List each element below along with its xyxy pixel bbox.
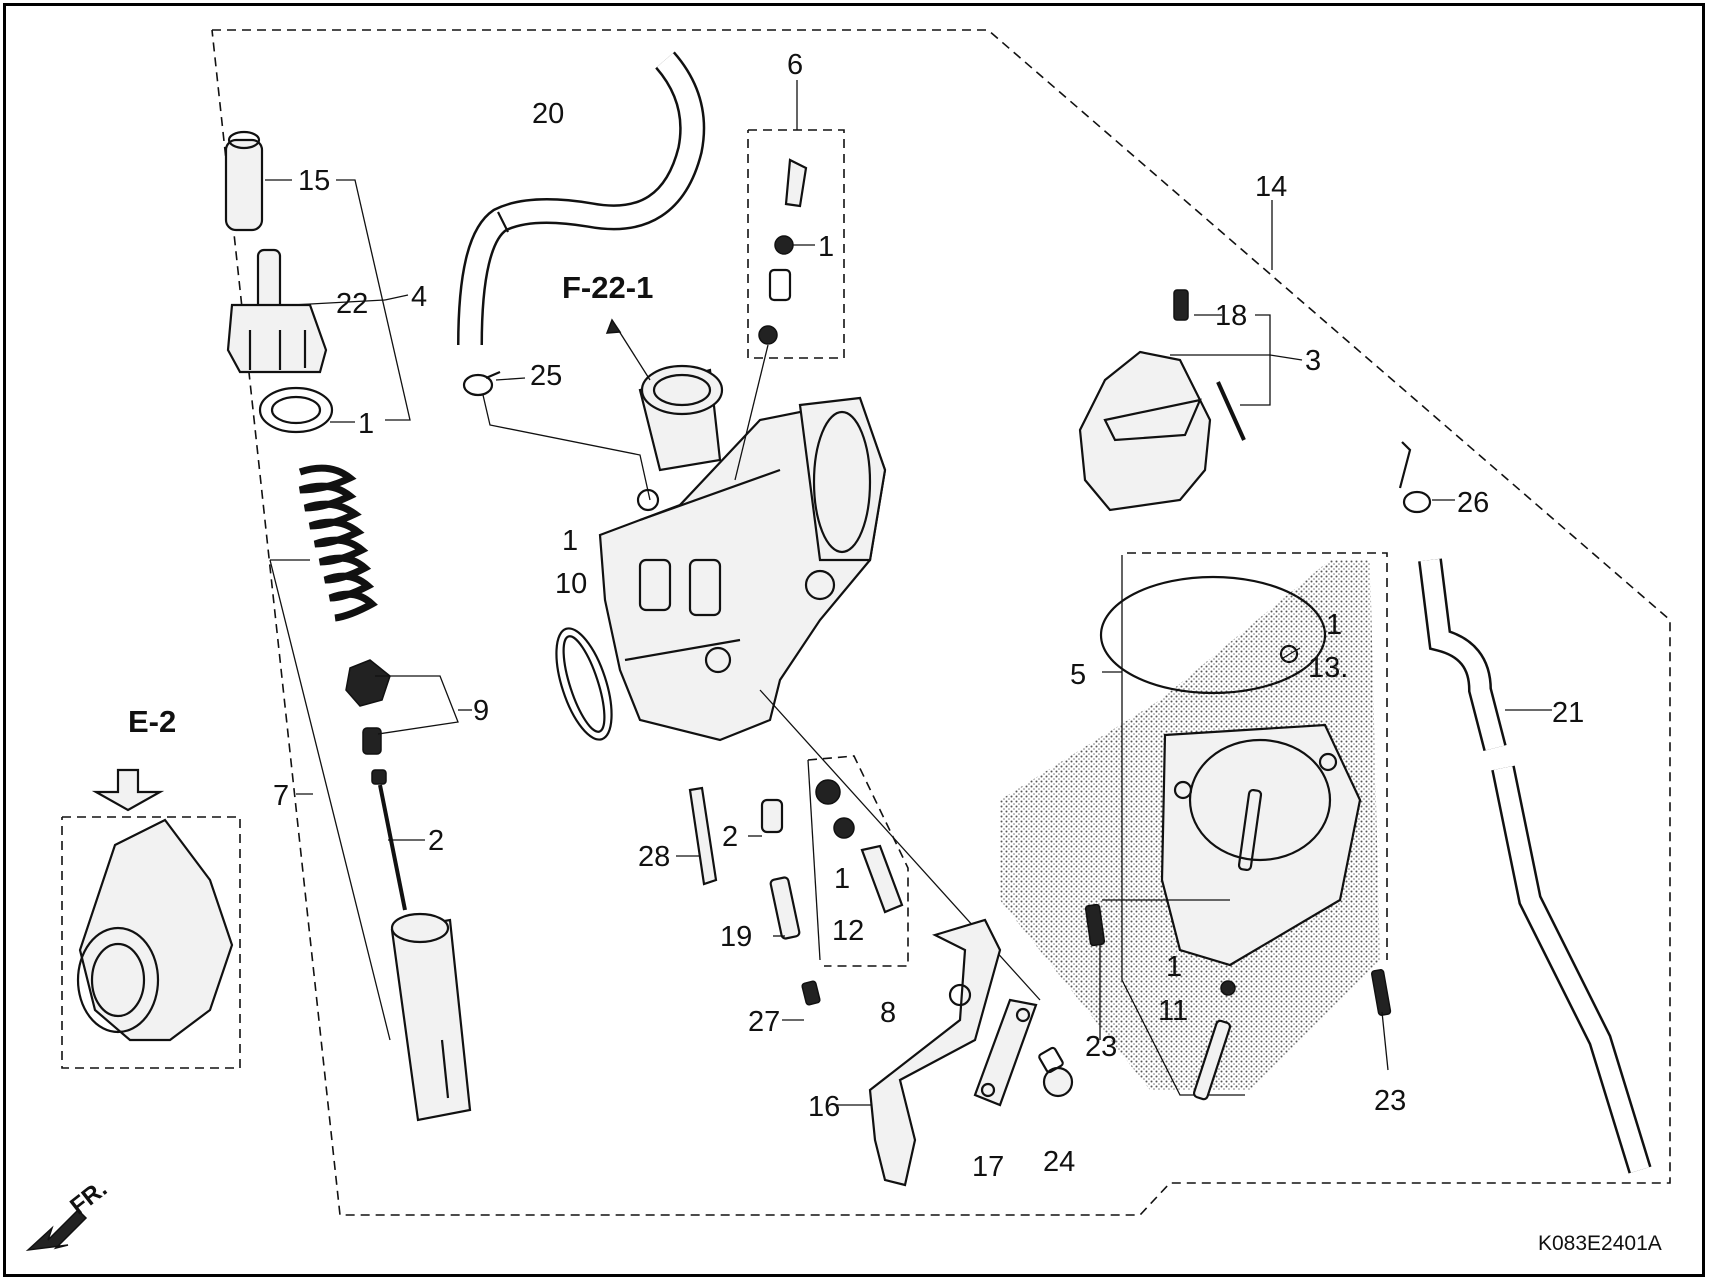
callout-1: 1 <box>834 863 850 895</box>
piston-7 <box>390 912 472 1122</box>
callout-1: 1 <box>562 525 578 557</box>
callout-27: 27 <box>748 1006 780 1038</box>
jet-needle-2 <box>371 769 407 911</box>
callout-1: 1 <box>358 408 374 440</box>
drawing-code: K083E2401A <box>1538 1232 1662 1255</box>
air-screw-group-6 <box>734 80 845 481</box>
callout-20: 20 <box>532 98 564 130</box>
callout-22: 22 <box>336 288 368 320</box>
drain-screw-11 <box>1192 980 1236 1101</box>
top-cover-22 <box>226 248 328 374</box>
callout-21: 21 <box>1552 697 1584 729</box>
front-direction-arrow <box>25 1208 88 1252</box>
float-chamber-group-5 <box>1099 552 1388 1096</box>
tube-20 <box>457 51 706 346</box>
callout-3: 3 <box>1305 345 1321 377</box>
callout-19: 19 <box>720 921 752 953</box>
callout-15: 15 <box>298 165 330 197</box>
left-leaders <box>265 179 472 1041</box>
callout-17: 17 <box>972 1151 1004 1183</box>
callout-6: 6 <box>787 49 803 81</box>
callout-10: 10 <box>555 568 587 600</box>
bolt-24 <box>1038 1046 1074 1098</box>
link-17 <box>973 998 1038 1107</box>
assembly-boundary <box>211 29 1671 1216</box>
needle-holder-9 <box>345 659 391 755</box>
gasket-10 <box>555 627 613 741</box>
callout-1: 1 <box>1326 609 1342 641</box>
callout-7: 7 <box>273 780 289 812</box>
choke-cover-3 <box>1078 289 1303 512</box>
body-leaders <box>482 318 651 501</box>
callout-1: 1 <box>1166 951 1182 983</box>
spring <box>298 464 378 622</box>
callout-18: 18 <box>1215 300 1247 332</box>
callout-2: 2 <box>722 821 738 853</box>
choke-lever-16 <box>836 918 1002 1187</box>
inset-e2 <box>61 768 241 1069</box>
callout-2: 2 <box>428 825 444 857</box>
small-parts <box>676 786 821 1021</box>
reference-f22-1: F-22-1 <box>562 270 653 305</box>
tube-21 <box>1418 558 1652 1174</box>
callout-1: 1 <box>818 231 834 263</box>
callout-12: 12 <box>832 915 864 947</box>
callout-16: 16 <box>808 1091 840 1123</box>
jet-group-8 <box>759 689 1041 1001</box>
cap-15 <box>224 130 264 232</box>
callout-5: 5 <box>1070 659 1086 691</box>
carburetor-body <box>598 364 887 742</box>
direction-label-fr: FR. <box>65 1175 112 1220</box>
callout-4: 4 <box>411 281 427 313</box>
callout-23: 23 <box>1374 1085 1406 1117</box>
callout-9: 9 <box>473 695 489 727</box>
screws-23 <box>1084 899 1392 1071</box>
o-ring-1-top <box>258 386 334 434</box>
callout-23: 23 <box>1085 1031 1117 1063</box>
callout-8: 8 <box>880 997 896 1029</box>
callout-14: 14 <box>1255 171 1287 203</box>
callout-25: 25 <box>530 360 562 392</box>
clamp-25 <box>462 370 501 397</box>
callout-26: 26 <box>1457 487 1489 519</box>
callout-labels: 15 22 4 1 9 7 2 20 25 6 1 1 10 28 2 1 12… <box>65 49 1662 1255</box>
clamp-26 <box>1398 441 1455 514</box>
callout-11: 11 <box>1158 995 1188 1027</box>
callout-28: 28 <box>638 841 670 873</box>
reference-e2: E-2 <box>128 704 176 739</box>
callout-24: 24 <box>1043 1146 1075 1178</box>
callout-13: 13. <box>1308 652 1348 684</box>
